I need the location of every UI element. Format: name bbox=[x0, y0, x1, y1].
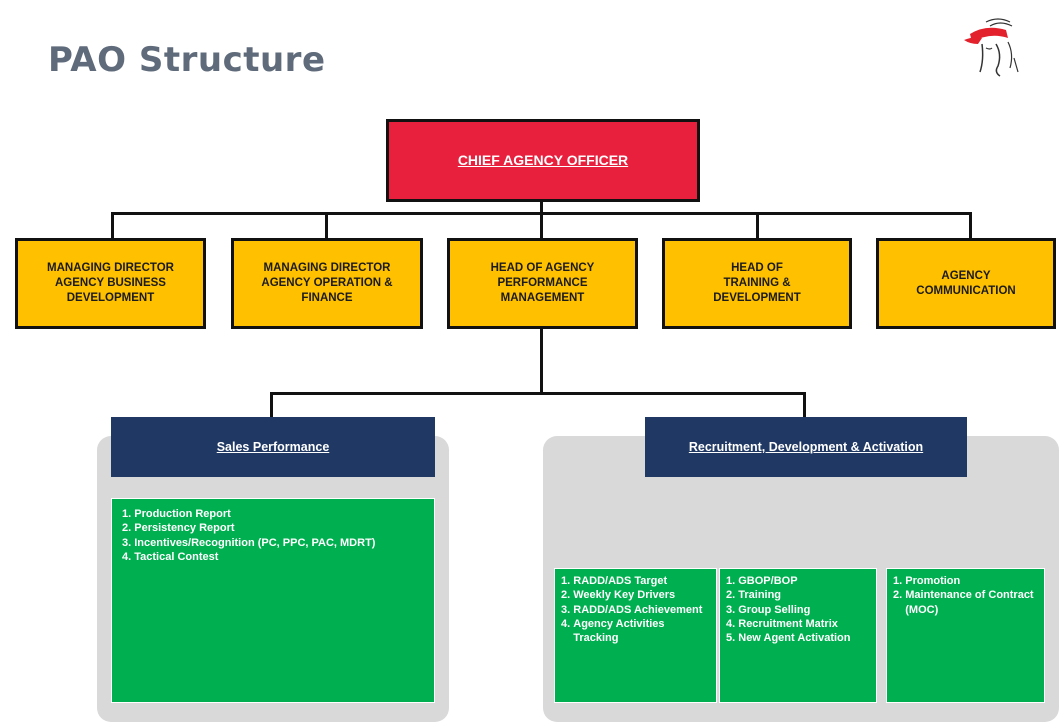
list-item: 2. Maintenance of Contract (MOC) bbox=[893, 589, 1034, 616]
connector-line bbox=[756, 212, 759, 240]
recruitment-list-1: 1. RADD/ADS Target 2. Weekly Key Drivers… bbox=[561, 574, 710, 645]
sales-performance-list: 1. Production Report 2. Persistency Repo… bbox=[122, 507, 424, 564]
dept-line: MANAGING DIRECTOR bbox=[263, 262, 391, 275]
recruitment-list-box-2: 1. GBOP/BOP 2. Training 3. Group Selling… bbox=[719, 568, 877, 703]
list-item: 1. RADD/ADS Target bbox=[561, 575, 668, 587]
list-item: 5. New Agent Activation bbox=[726, 632, 851, 645]
recruitment-list-box-3: 1. Promotion 2. Maintenance of Contract … bbox=[886, 568, 1045, 703]
dept-line: MANAGING DIRECTOR bbox=[47, 262, 174, 275]
dept-line: HEAD OF bbox=[731, 262, 783, 275]
dept-line: AGENCY bbox=[941, 269, 991, 282]
recruitment-header: Recruitment, Development & Activation bbox=[645, 417, 967, 477]
connector-line bbox=[325, 212, 328, 240]
dept-box-business-development: MANAGING DIRECTOR AGENCY BUSINESS DEVELO… bbox=[15, 238, 206, 329]
connector-line bbox=[270, 392, 273, 418]
dept-box-agency-communication: AGENCY COMMUNICATION bbox=[876, 238, 1056, 329]
dept-box-training-development: HEAD OF TRAINING & DEVELOPMENT bbox=[662, 238, 852, 329]
recruitment-list-3: 1. Promotion 2. Maintenance of Contract … bbox=[893, 574, 1038, 617]
recruitment-list-box-1: 1. RADD/ADS Target 2. Weekly Key Drivers… bbox=[554, 568, 717, 703]
dept-box-operation-finance: MANAGING DIRECTOR AGENCY OPERATION & FIN… bbox=[231, 238, 423, 329]
dept-line: AGENCY BUSINESS bbox=[55, 277, 166, 290]
chief-agency-officer-label: CHIEF AGENCY OFFICER bbox=[457, 152, 629, 169]
list-item: 2. Weekly Key Drivers bbox=[561, 589, 676, 602]
helmet-head-logo bbox=[964, 18, 1019, 77]
recruitment-list-2: 1. GBOP/BOP 2. Training 3. Group Selling… bbox=[726, 574, 870, 645]
dept-line: PERFORMANCE bbox=[497, 277, 588, 290]
connector-line bbox=[969, 212, 972, 240]
connector-line bbox=[540, 327, 543, 395]
list-item: 1. Production Report bbox=[122, 508, 231, 520]
list-item: 4. Agency Activities Tracking bbox=[561, 617, 665, 645]
dept-line: DEVELOPMENT bbox=[713, 291, 801, 304]
connector-line bbox=[270, 392, 806, 395]
list-item: 2. Training bbox=[726, 589, 782, 602]
dept-line: FINANCE bbox=[301, 291, 353, 304]
connector-line bbox=[540, 200, 543, 214]
connector-line bbox=[803, 392, 806, 418]
dept-box-performance-management: HEAD OF AGENCY PERFORMANCE MANAGEMENT bbox=[447, 238, 638, 329]
list-item: 4. Recruitment Matrix bbox=[726, 617, 838, 630]
list-item: 3. RADD/ADS Achievement bbox=[561, 603, 703, 616]
sales-performance-header: Sales Performance bbox=[111, 417, 435, 477]
page-title: PAO Structure bbox=[48, 40, 326, 80]
dept-line: TRAINING & bbox=[723, 277, 791, 290]
recruitment-header-label: Recruitment, Development & Activation bbox=[688, 440, 924, 454]
list-item: 3. Incentives/Recognition (PC, PPC, PAC,… bbox=[122, 536, 376, 549]
list-item: 3. Group Selling bbox=[726, 603, 811, 616]
connector-line bbox=[540, 212, 543, 240]
list-item: 1. GBOP/BOP bbox=[726, 575, 798, 587]
dept-line: HEAD OF AGENCY bbox=[490, 262, 595, 275]
sales-performance-header-label: Sales Performance bbox=[216, 440, 330, 454]
list-item: 1. Promotion bbox=[893, 575, 961, 587]
dept-line: COMMUNICATION bbox=[916, 284, 1016, 297]
list-item: 2. Persistency Report bbox=[122, 522, 235, 535]
connector-line bbox=[111, 212, 114, 240]
list-item: 4. Tactical Contest bbox=[122, 550, 219, 563]
dept-line: AGENCY OPERATION & bbox=[261, 277, 393, 290]
dept-line: MANAGEMENT bbox=[500, 291, 585, 304]
dept-line: DEVELOPMENT bbox=[66, 291, 155, 304]
chief-agency-officer-box: CHIEF AGENCY OFFICER bbox=[386, 119, 700, 202]
sales-performance-list-box: 1. Production Report 2. Persistency Repo… bbox=[111, 498, 435, 703]
